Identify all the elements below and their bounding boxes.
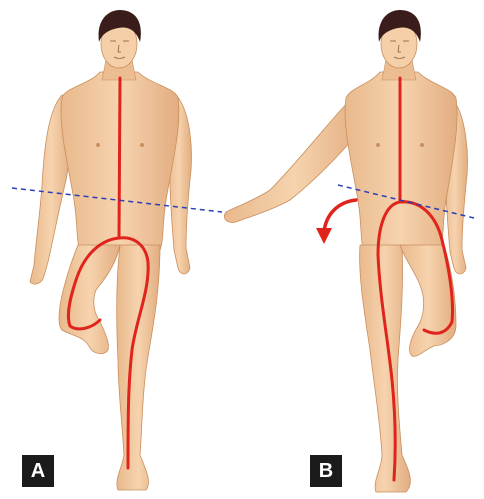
figure-a-raised-leg bbox=[59, 245, 120, 354]
figure-a-standing-leg bbox=[117, 245, 160, 490]
figure-b bbox=[224, 10, 467, 492]
figure-a bbox=[30, 10, 191, 490]
panel-label-b: B bbox=[310, 455, 342, 487]
curved-arrow-icon bbox=[316, 200, 356, 244]
panel-label-a: A bbox=[22, 455, 54, 487]
figure-b-standing-leg bbox=[360, 245, 411, 492]
